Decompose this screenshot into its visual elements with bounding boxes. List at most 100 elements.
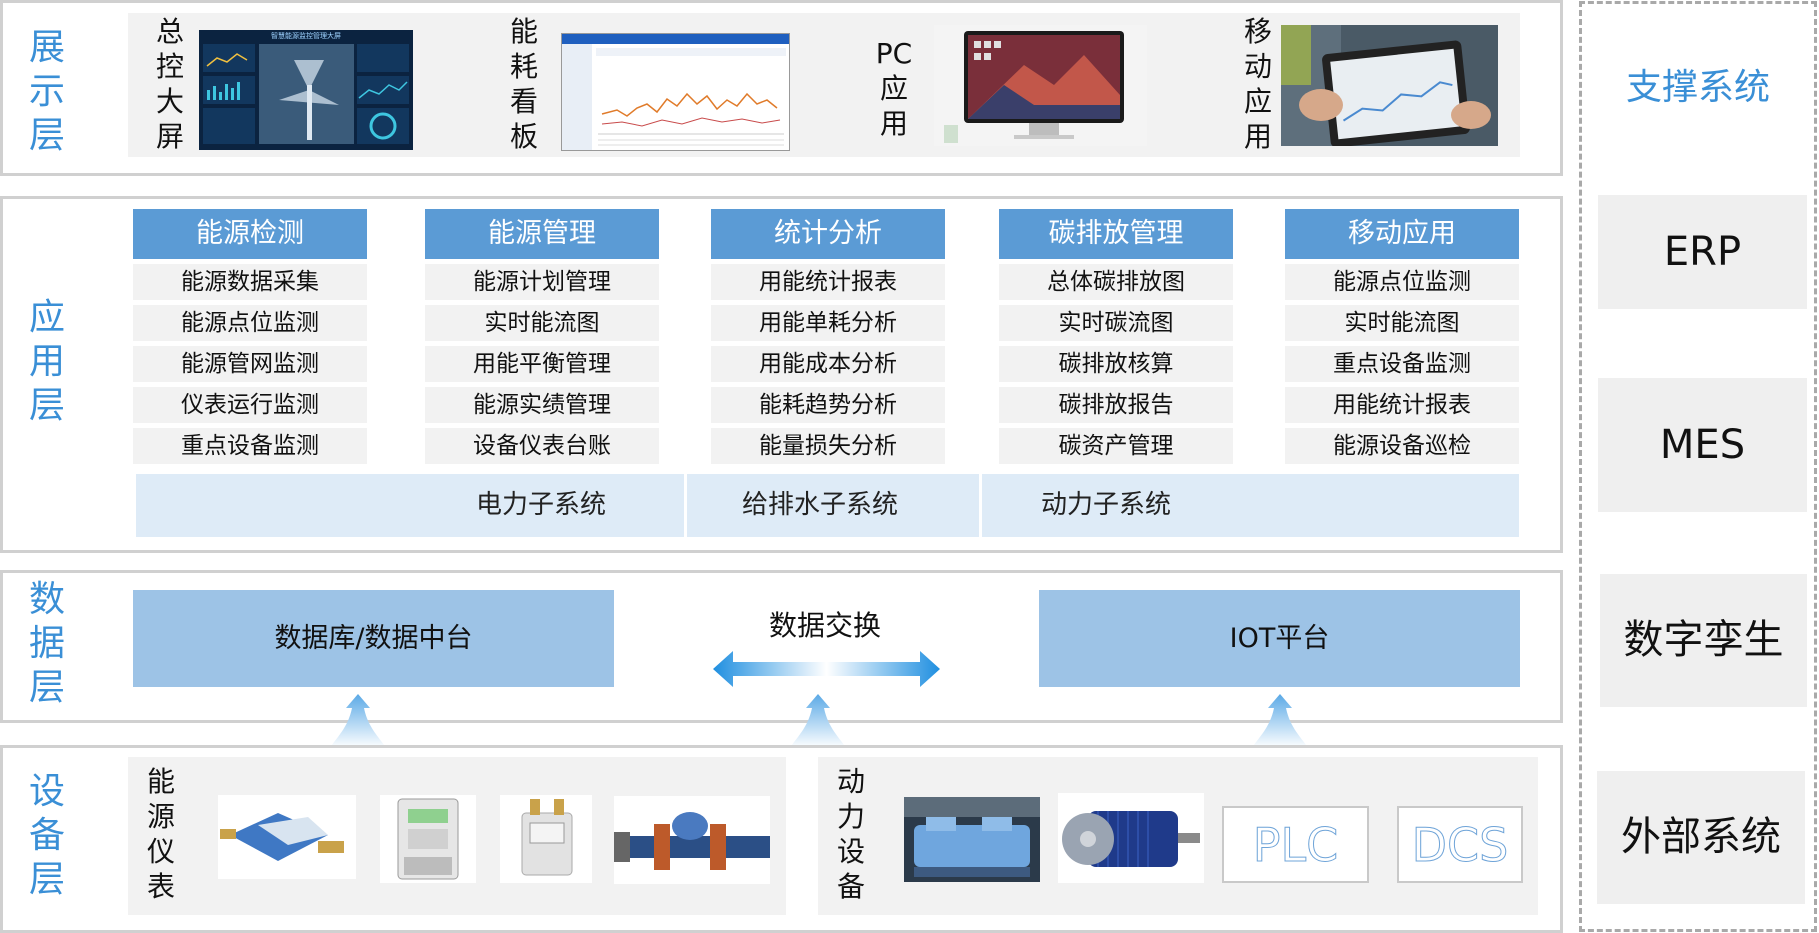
display-item-label: 能耗看板 bbox=[504, 14, 544, 154]
module-item: 用能统计报表 bbox=[711, 264, 945, 300]
water-meter-image bbox=[218, 795, 356, 879]
label-char: 屏 bbox=[155, 120, 184, 153]
energy-board-image bbox=[561, 33, 790, 151]
pc-label-line: 用 bbox=[879, 107, 908, 140]
display-item-label: PC 应 用 bbox=[874, 36, 914, 141]
label-char: 设 bbox=[836, 835, 865, 868]
label-char: 控 bbox=[155, 50, 184, 83]
module-item: 实时能流图 bbox=[425, 305, 659, 341]
display-layer-label: 展示层 bbox=[22, 26, 72, 158]
pc-monitor-image bbox=[934, 25, 1147, 146]
label-char: 动 bbox=[1243, 50, 1272, 83]
label-char: 用 bbox=[1243, 120, 1272, 153]
module-item: 能源实绩管理 bbox=[425, 387, 659, 423]
label-char: 示 bbox=[28, 71, 65, 112]
dashboard-title: 智慧能源监控管理大屏 bbox=[271, 32, 341, 40]
module-title: 统计分析 bbox=[711, 209, 945, 259]
label-char: 总 bbox=[155, 15, 184, 48]
module-title: 碳排放管理 bbox=[999, 209, 1233, 259]
bidirectional-arrow-icon bbox=[713, 651, 940, 687]
dashboard-screen-image: 智慧能源监控管理大屏 bbox=[199, 30, 413, 150]
module-item: 用能统计报表 bbox=[1285, 387, 1519, 423]
display-item-label: 总控大屏 bbox=[150, 14, 190, 154]
up-arrow-icon bbox=[1252, 694, 1308, 748]
module-title: 移动应用 bbox=[1285, 209, 1519, 259]
module-title: 能源检测 bbox=[133, 209, 367, 259]
label-char: 层 bbox=[28, 859, 65, 900]
motor-image bbox=[1058, 793, 1204, 883]
label-char: 仪 bbox=[146, 835, 175, 868]
module-item: 能量损失分析 bbox=[711, 428, 945, 464]
label-char: 层 bbox=[28, 115, 65, 156]
module-item: 实时能流图 bbox=[1285, 305, 1519, 341]
dcs-box: DCS bbox=[1397, 806, 1523, 883]
module-item: 重点设备监测 bbox=[1285, 346, 1519, 382]
subsystem-bar: 电力子系统 给排水子系统 动力子系统 bbox=[136, 474, 1519, 537]
label-char: 看 bbox=[509, 85, 538, 118]
label-char: 耗 bbox=[509, 50, 538, 83]
data-layer-label: 数据层 bbox=[22, 578, 72, 710]
module-title: 能源管理 bbox=[425, 209, 659, 259]
subsystem-divider bbox=[684, 474, 687, 537]
application-layer-label: 应用层 bbox=[22, 296, 72, 428]
module-item: 用能单耗分析 bbox=[711, 305, 945, 341]
energy-meter-label: 能源仪表 bbox=[141, 764, 181, 904]
label-char: 数 bbox=[28, 579, 65, 620]
label-char: 设 bbox=[28, 771, 65, 812]
support-systems-title: 支撑系统 bbox=[1625, 67, 1770, 108]
module-item: 总体碳排放图 bbox=[999, 264, 1233, 300]
label-char: 据 bbox=[28, 623, 65, 664]
iot-platform-box: IOT平台 bbox=[1039, 590, 1520, 687]
gas-meter-image bbox=[500, 795, 592, 883]
chiller-unit-image bbox=[904, 797, 1040, 882]
module-item: 能源计划管理 bbox=[425, 264, 659, 300]
label-char: 层 bbox=[28, 385, 65, 426]
tablet-image bbox=[1281, 25, 1498, 146]
subsystem-water: 给排水子系统 bbox=[741, 490, 898, 520]
energy-board-graphic bbox=[562, 34, 789, 150]
module-item: 碳排放核算 bbox=[999, 346, 1233, 382]
module-item: 能源设备巡检 bbox=[1285, 428, 1519, 464]
subsystem-divider bbox=[979, 474, 982, 537]
display-item-label: 移动应用 bbox=[1238, 14, 1278, 154]
flow-meter-pipe-image bbox=[614, 796, 770, 884]
module-item: 能源点位监测 bbox=[1285, 264, 1519, 300]
subsystem-power: 电力子系统 bbox=[475, 490, 606, 520]
label-char: 表 bbox=[146, 870, 175, 903]
module-item: 实时碳流图 bbox=[999, 305, 1233, 341]
subsystem-dynamic: 动力子系统 bbox=[1040, 490, 1171, 520]
pc-label-line: 应 bbox=[879, 72, 908, 105]
label-char: 展 bbox=[28, 27, 65, 68]
label-char: 应 bbox=[28, 297, 65, 338]
label-char: 力 bbox=[836, 800, 865, 833]
label-char: 应 bbox=[1243, 85, 1272, 118]
dashboard-screen-graphic bbox=[199, 30, 413, 150]
label-char: 备 bbox=[836, 870, 865, 903]
label-char: 动 bbox=[836, 765, 865, 798]
support-systems-frame bbox=[1579, 1, 1817, 932]
module-item: 碳排放报告 bbox=[999, 387, 1233, 423]
label-char: 备 bbox=[28, 815, 65, 856]
up-arrow-icon bbox=[330, 694, 386, 748]
support-mes: MES bbox=[1598, 378, 1807, 512]
label-char: 层 bbox=[28, 667, 65, 708]
module-item: 能源管网监测 bbox=[133, 346, 367, 382]
label-char: 用 bbox=[28, 341, 65, 382]
module-item: 碳资产管理 bbox=[999, 428, 1233, 464]
module-item: 重点设备监测 bbox=[133, 428, 367, 464]
module-item: 能源点位监测 bbox=[133, 305, 367, 341]
device-layer-label: 设备层 bbox=[22, 770, 72, 902]
label-char: 大 bbox=[155, 85, 184, 118]
label-char: 移 bbox=[1243, 15, 1272, 48]
module-item: 用能成本分析 bbox=[711, 346, 945, 382]
tablet-graphic bbox=[1281, 25, 1498, 146]
support-external-systems: 外部系统 bbox=[1597, 771, 1805, 904]
plc-box: PLC bbox=[1222, 806, 1369, 883]
module-item: 仪表运行监测 bbox=[133, 387, 367, 423]
support-erp: ERP bbox=[1598, 195, 1807, 309]
module-item: 用能平衡管理 bbox=[425, 346, 659, 382]
module-item: 能耗趋势分析 bbox=[711, 387, 945, 423]
up-arrow-icon bbox=[790, 694, 846, 748]
label-char: 能 bbox=[146, 765, 175, 798]
label-char: 板 bbox=[509, 120, 538, 153]
